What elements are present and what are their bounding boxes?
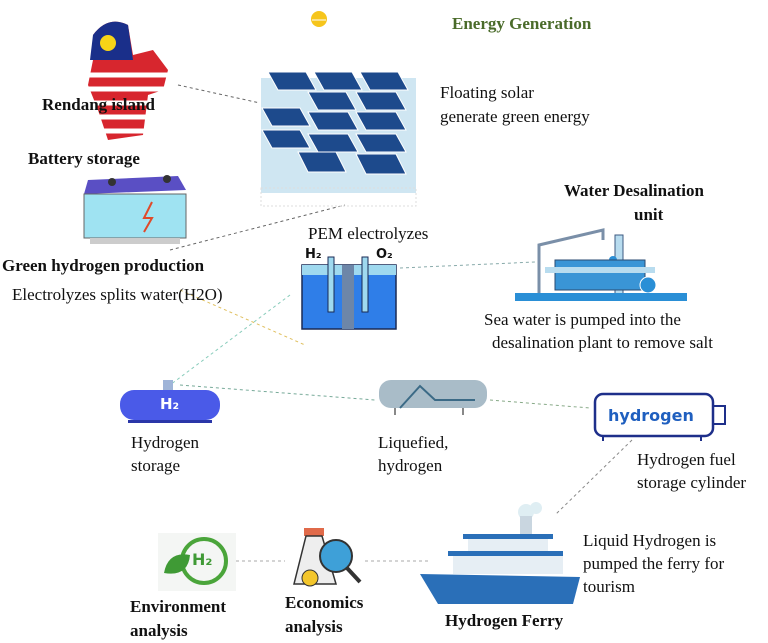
- hydrogen-storage-tank-icon: H₂: [118, 380, 222, 424]
- water-desalination-label: Water Desalination: [564, 181, 704, 200]
- hydrogen-storage-label-1: Hydrogen: [131, 433, 199, 452]
- hydrogen-fuel-label-2: storage cylinder: [637, 473, 747, 492]
- electrolyzes-splits-label: Electrolyzes splits water(H2O): [12, 285, 223, 304]
- liquefied-hydrogen-tank-icon: [379, 380, 487, 415]
- sun-icon: [311, 11, 327, 27]
- liquefied-label-1: Liquefied,: [378, 433, 449, 452]
- o2-label: O₂: [376, 247, 393, 262]
- hydrogen-fuel-cylinder-icon: hydrogen: [591, 392, 731, 442]
- title: Energy Generation: [452, 14, 592, 33]
- env-h2-label: H₂: [192, 550, 213, 569]
- hydrogen-fuel-label-1: Hydrogen fuel: [637, 450, 736, 469]
- unit-label: unit: [634, 205, 664, 224]
- environment-h2-leaf-icon: H₂: [158, 533, 236, 591]
- sea-water-label-1: Sea water is pumped into the: [484, 310, 681, 329]
- h2-label: H₂: [305, 247, 322, 262]
- pem-electrolyzes-label: PEM electrolyzes: [308, 224, 429, 243]
- sea-water-label-2: desalination plant to remove salt: [492, 333, 713, 352]
- environment-label-2: analysis: [130, 621, 188, 640]
- environment-label-1: Environment: [130, 597, 227, 616]
- economics-label-2: analysis: [285, 617, 343, 636]
- generate-green-energy-label: generate green energy: [440, 107, 590, 126]
- economics-analysis-icon: [293, 528, 362, 587]
- hydrogen-ferry-icon: [420, 502, 580, 604]
- tank-h2-label: H₂: [160, 395, 180, 413]
- malaysia-flag-map-icon: [78, 21, 178, 140]
- liquefied-label-2: hydrogen: [378, 456, 443, 475]
- green-hydrogen-production-label: Green hydrogen production: [2, 256, 205, 275]
- hydrogen-storage-label-2: storage: [131, 456, 181, 475]
- economics-label-1: Economics: [285, 593, 364, 612]
- rendang-island-label: Rendang island: [42, 95, 155, 114]
- liquid-hydrogen-label-1: Liquid Hydrogen is: [583, 531, 717, 550]
- hydrogen-ferry-label: Hydrogen Ferry: [445, 611, 564, 630]
- battery-icon: [83, 175, 187, 244]
- battery-storage-label: Battery storage: [28, 149, 140, 168]
- liquid-hydrogen-label-3: tourism: [583, 577, 635, 596]
- pem-electrolyzer-icon: H₂ O₂: [300, 247, 400, 331]
- liquid-hydrogen-label-2: pumped the ferry for: [583, 554, 725, 573]
- desalination-plant-icon: [515, 228, 687, 301]
- floating-solar-panel-icon: [260, 71, 417, 207]
- cylinder-hydrogen-label: hydrogen: [608, 406, 694, 425]
- floating-solar-label: Floating solar: [440, 83, 534, 102]
